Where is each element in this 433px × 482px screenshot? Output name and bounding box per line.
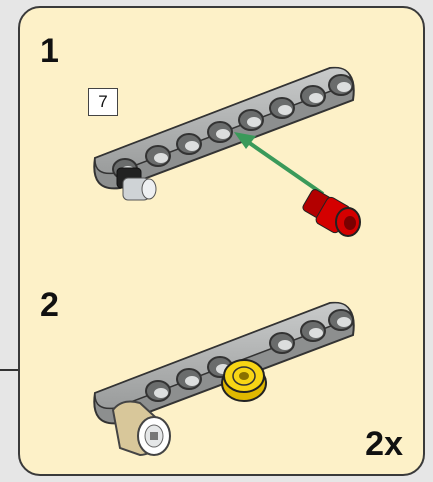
yellow-bush-icon — [221, 359, 267, 402]
liftarm-beam-icon — [93, 66, 355, 190]
page-edge-line — [0, 369, 20, 371]
step-number-1: 1 — [40, 32, 59, 70]
red-axle-pin-icon — [302, 189, 361, 237]
instruction-panel: 1 7 2 2x — [18, 6, 425, 476]
liftarm-beam-step2-icon — [93, 301, 355, 425]
step-number-2: 2 — [40, 286, 59, 324]
part-count-box: 7 — [88, 88, 118, 116]
build-multiplier: 2x — [365, 425, 403, 463]
insert-arrow-icon — [234, 132, 325, 196]
black-pin-icon — [116, 167, 157, 201]
tan-connector-icon — [111, 400, 171, 457]
build-illustration — [93, 66, 361, 457]
